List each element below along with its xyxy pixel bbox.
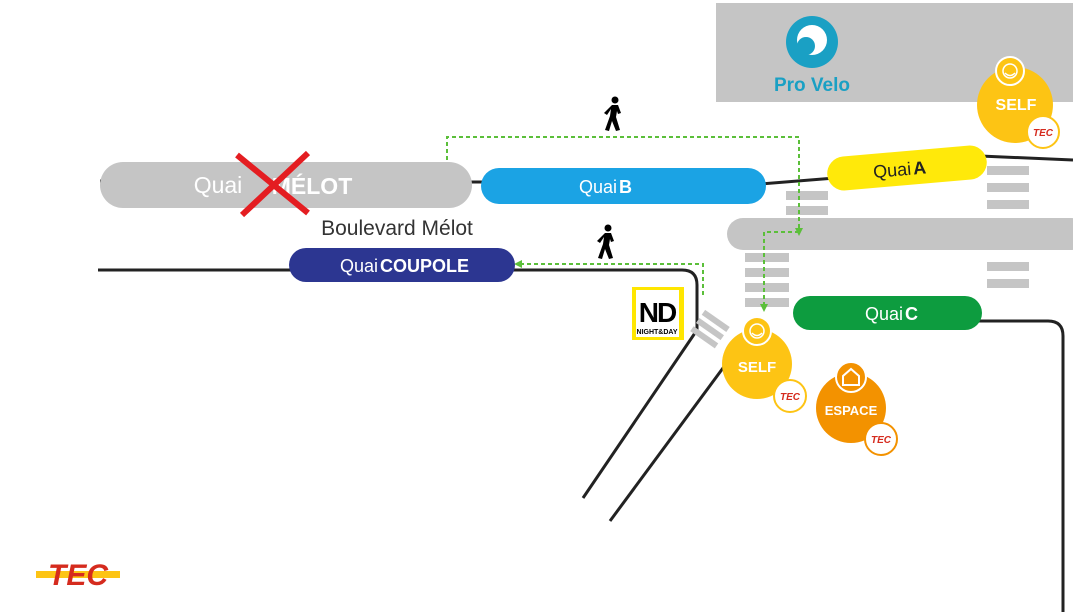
self-label: SELF: [996, 97, 1037, 114]
self-kiosk-top[interactable]: SELF TEC: [977, 56, 1060, 149]
quai-a[interactable]: Quai A: [826, 144, 988, 192]
quai-b[interactable]: Quai B: [481, 168, 766, 204]
quai-melot[interactable]: Quai MÉLOT: [100, 150, 472, 218]
arrow-left-icon: [514, 260, 522, 268]
arrow-down-icon: [795, 228, 803, 236]
tec-mini-logo: TEC: [871, 435, 892, 446]
home-icon: [835, 361, 867, 393]
self-kiosk-mid[interactable]: SELF TEC: [722, 316, 807, 413]
smiley-icon: [995, 56, 1025, 86]
tec-logo-text: TEC: [48, 559, 109, 592]
espace-label: ESPACE: [825, 403, 878, 418]
quai-a-prefix: Quai: [872, 159, 912, 182]
tec-logo: TEC: [36, 559, 120, 592]
quai-melot-prefix: Quai: [194, 172, 243, 198]
quai-coupole-prefix: Quai: [340, 256, 378, 276]
night-day-shop[interactable]: ND NIGHT&DAY: [632, 287, 684, 340]
self-label: SELF: [738, 359, 776, 376]
quai-a-name: A: [912, 157, 927, 178]
tec-mini-logo: TEC: [1033, 128, 1054, 139]
quai-coupole-name: COUPOLE: [380, 256, 469, 276]
arrow-down-icon: [760, 304, 768, 312]
smiley-icon: [742, 316, 772, 346]
quai-coupole[interactable]: Quai COUPOLE: [289, 248, 515, 282]
quai-c[interactable]: Quai C: [793, 296, 982, 330]
quai-c-name: C: [905, 304, 918, 324]
pro-velo-logo-icon: [786, 16, 838, 68]
tec-mini-logo: TEC: [780, 392, 801, 403]
walking-person-icon: [597, 224, 614, 259]
road-lines: [98, 154, 1073, 612]
quai-c-prefix: Quai: [865, 304, 903, 324]
platform-right: [727, 218, 1073, 250]
pro-velo-label: Pro Velo: [774, 75, 850, 96]
street-label: Boulevard Mélot: [321, 217, 473, 240]
quai-b-name: B: [619, 177, 632, 197]
espace-tec[interactable]: ESPACE TEC: [816, 361, 898, 456]
pro-velo-building: Pro Velo: [716, 3, 1073, 102]
crosswalks: [690, 166, 1029, 349]
walking-person-icon: [604, 96, 621, 131]
closed-cross-icon: [235, 150, 311, 218]
walking-path: [446, 136, 800, 308]
night-day-logo: ND: [639, 297, 677, 328]
quai-b-prefix: Quai: [579, 177, 617, 197]
night-day-label: NIGHT&DAY: [637, 329, 678, 336]
